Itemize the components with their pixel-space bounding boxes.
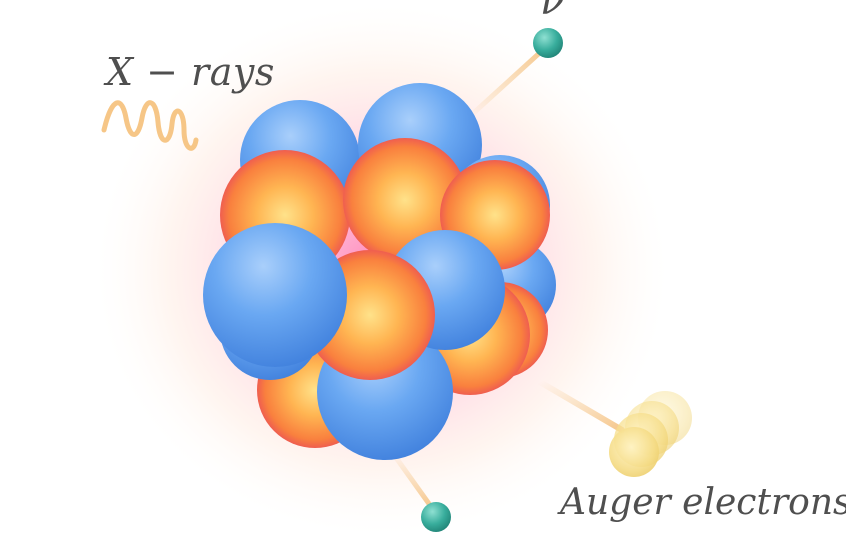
auger-track [537, 379, 625, 433]
particle-dot-icon [421, 502, 451, 532]
atomic-nucleus-icon [203, 83, 556, 460]
neutrino-label: ν [540, 0, 565, 24]
particle-dot-icon [533, 28, 563, 58]
wavy-line-icon [101, 100, 199, 151]
particle-cluster-icon [609, 391, 692, 477]
electron-track-bottom [389, 449, 435, 511]
electron-track-top [465, 45, 548, 121]
xray-label: X − rays [106, 50, 275, 94]
auger-electrons-label: Auger electrons [560, 482, 846, 523]
neutron [203, 223, 347, 367]
